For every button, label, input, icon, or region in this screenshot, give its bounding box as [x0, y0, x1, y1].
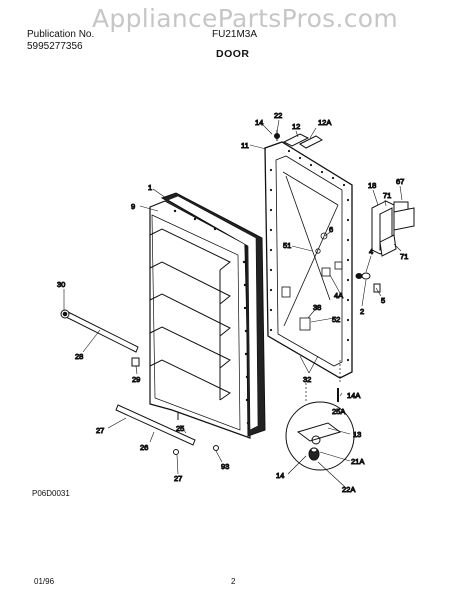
callout-27-left: 27 — [96, 426, 104, 435]
callout-11: 11 — [241, 141, 249, 150]
revision-date: 01/96 — [34, 577, 55, 586]
top-hinge — [274, 130, 323, 149]
callout-28: 28 — [75, 352, 83, 361]
callout-21a: 21A — [351, 457, 364, 466]
right-hinge — [371, 200, 415, 257]
callout-12a: 12A — [318, 118, 331, 127]
section-title: DOOR — [216, 48, 250, 60]
bottom-hinge-detail — [285, 379, 355, 471]
bottom-screws — [173, 412, 219, 455]
diagram-code: P06D0031 — [32, 489, 70, 498]
callout-67: 67 — [396, 177, 404, 186]
callout-29: 29 — [132, 375, 140, 384]
model-number: FU21M3A — [212, 29, 258, 40]
shelf-rail-28 — [60, 309, 139, 353]
bottom-rail-26 — [115, 404, 196, 446]
callout-71-top: 71 — [383, 191, 391, 200]
callout-5: 5 — [381, 296, 385, 305]
callout-71-bottom: 71 — [400, 252, 408, 261]
callout-22: 22 — [274, 111, 282, 120]
watermark: AppliancePartsPros.com — [92, 4, 399, 33]
clip-29 — [131, 357, 140, 367]
callout-93: 93 — [221, 462, 229, 471]
callout-52: 52 — [332, 315, 340, 324]
callout-51: 51 — [283, 241, 291, 250]
callout-4: 4 — [369, 247, 373, 256]
callout-6: 6 — [329, 225, 333, 234]
leader-lines — [63, 119, 403, 488]
callout-14-detail: 14 — [276, 471, 284, 480]
door-gasket — [160, 192, 266, 437]
callout-2: 2 — [360, 307, 364, 316]
callout-9: 9 — [131, 202, 135, 211]
callout-1: 1 — [148, 183, 152, 192]
callout-25: 25 — [176, 424, 184, 433]
door-outer-frame — [264, 141, 353, 379]
callout-22a: 22A — [342, 485, 355, 494]
latch-parts — [355, 272, 381, 293]
callout-4a: 4A — [334, 291, 343, 300]
callout-12: 12 — [292, 122, 300, 131]
publication-number: 5995277356 — [27, 41, 83, 52]
callout-25a: 25A — [332, 407, 345, 416]
callout-27-bottom: 27 — [174, 474, 182, 483]
callout-14a: 14A — [347, 391, 360, 400]
callout-32: 32 — [303, 375, 311, 384]
callout-26: 26 — [140, 443, 148, 452]
publication-label: Publication No. — [27, 29, 95, 40]
callout-13: 13 — [353, 430, 361, 439]
pin-14a — [337, 360, 341, 402]
page-number: 2 — [231, 577, 236, 586]
callout-18: 18 — [368, 181, 376, 190]
callout-14: 14 — [255, 118, 263, 127]
callout-30: 30 — [57, 280, 65, 289]
callout-38: 38 — [313, 303, 321, 312]
